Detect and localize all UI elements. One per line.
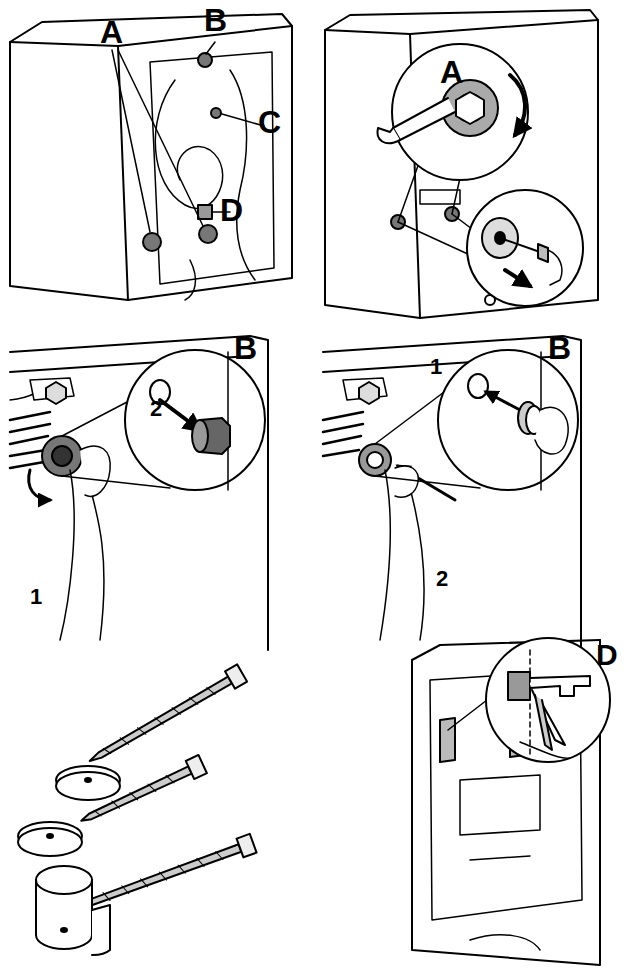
callout-letter: A — [100, 16, 123, 48]
callout-letter: B — [204, 4, 227, 36]
step-number: 1 — [430, 356, 442, 378]
callout-letter: A — [440, 56, 463, 88]
callout-letter: D — [220, 194, 243, 226]
plug-removal — [10, 336, 268, 650]
callout-letter: D — [596, 640, 618, 670]
cap-insertion — [323, 336, 581, 650]
step-number: 1 — [30, 586, 42, 608]
screws-and-washers — [18, 664, 257, 955]
clip-cutting — [412, 638, 610, 965]
callout-letter: B — [548, 332, 571, 364]
bolt-removal — [325, 10, 598, 318]
callout-letter: C — [258, 106, 281, 138]
callout-letter: B — [234, 332, 257, 364]
machine-rear — [10, 14, 292, 300]
step-number: 2 — [150, 398, 162, 420]
step-number: 2 — [436, 568, 448, 590]
